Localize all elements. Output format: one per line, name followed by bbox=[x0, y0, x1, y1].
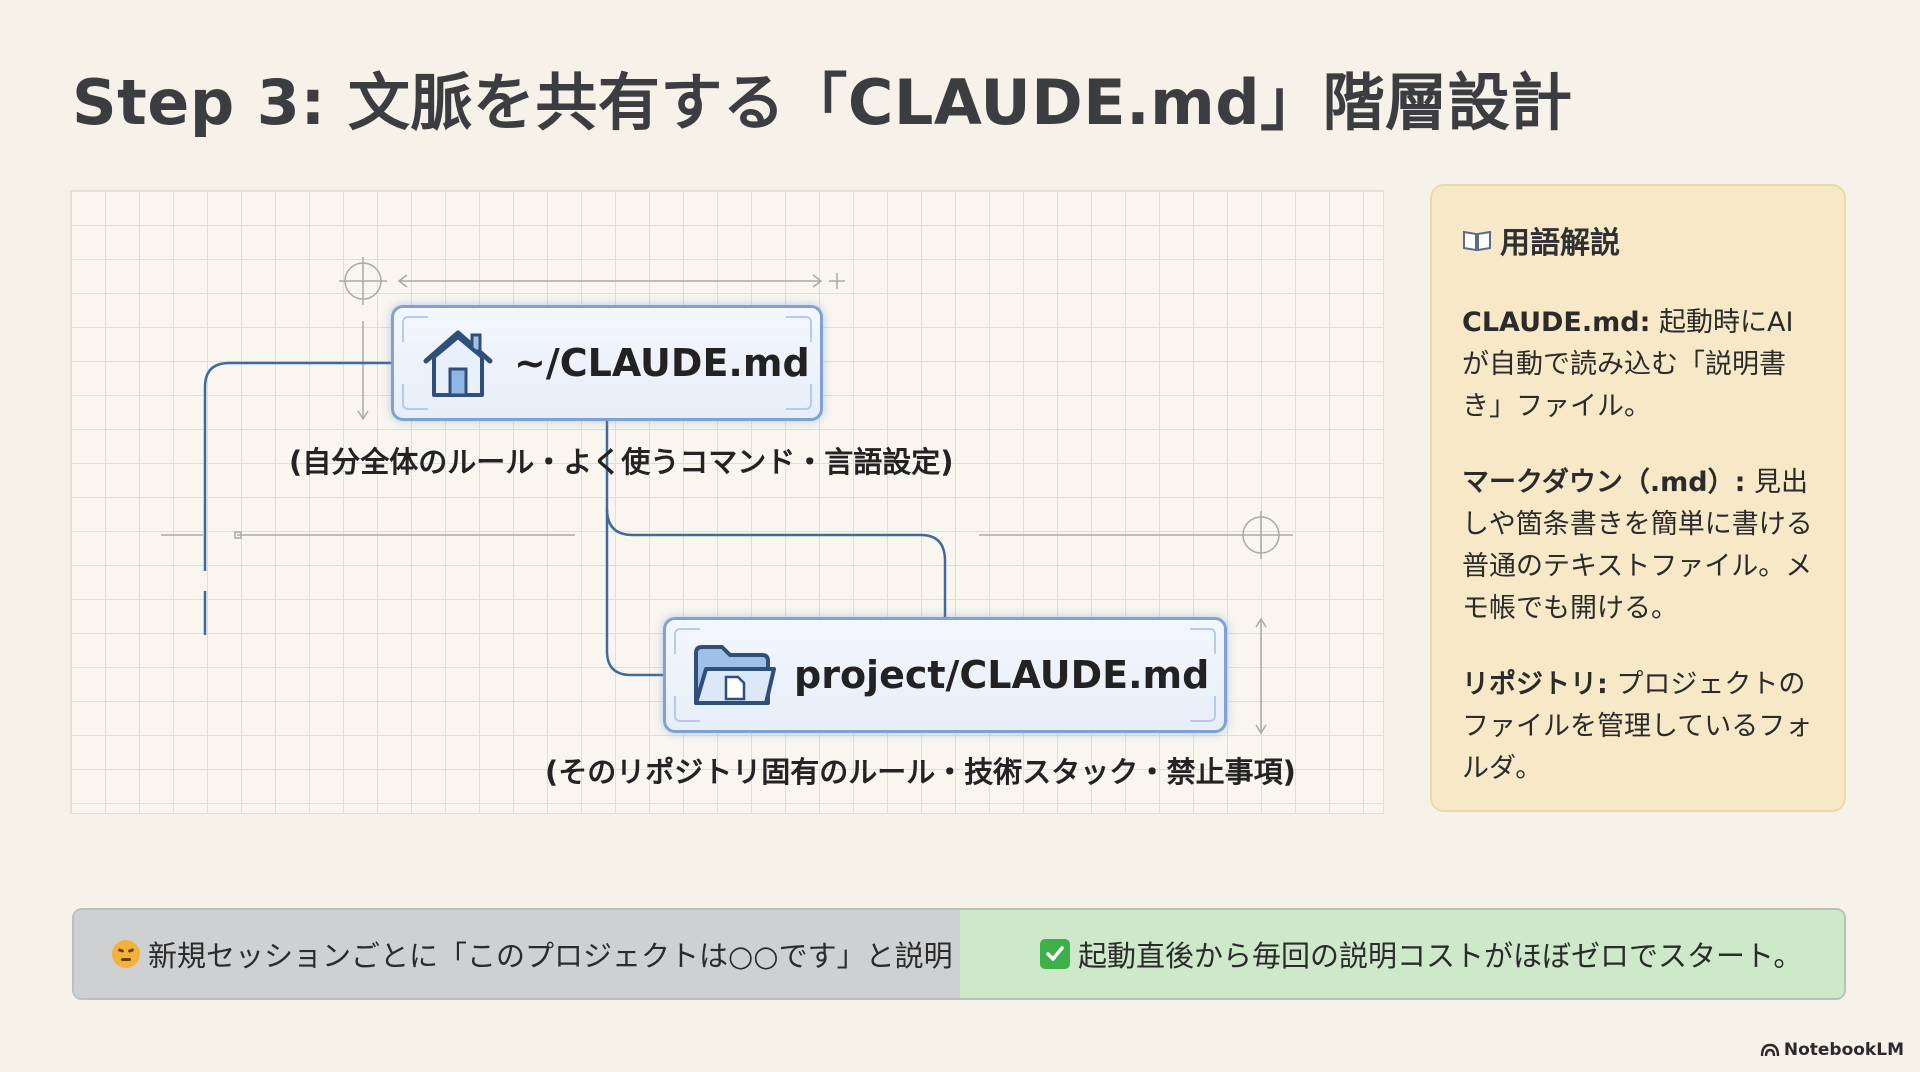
term-name: マークダウン（.md）: bbox=[1462, 467, 1746, 498]
comparison-bar: 新規セッションごとに「このプロジェクトは○○です」と説明 起動直後から毎回の説明… bbox=[72, 908, 1846, 1000]
before-text: 新規セッションごとに「このプロジェクトは○○です」と説明 bbox=[148, 939, 953, 973]
term-description: プロジェクトのファイルを管理しているフォルダ。 bbox=[1462, 669, 1813, 784]
checkmark-icon bbox=[1040, 939, 1070, 969]
connector-lines bbox=[161, 257, 1293, 735]
connector-home-to-project bbox=[605, 421, 947, 617]
term-description: 起動時にAIが自動で読み込む「説明書き」ファイル。 bbox=[1462, 307, 1794, 422]
brand-logo: NotebookLM bbox=[1760, 1040, 1904, 1060]
connector-home-to-project-side bbox=[605, 509, 663, 677]
glossary-term: リポジトリ: プロジェクトのファイルを管理しているフォルダ。 bbox=[1462, 664, 1816, 790]
glossary-panel: 用語解説 CLAUDE.md: 起動時にAIが自動で読み込む「説明書き」ファイル… bbox=[1430, 184, 1846, 812]
term-description: 見出しや箇条書きを簡単に書ける普通のテキストファイル。メモ帳でも開ける。 bbox=[1462, 467, 1813, 624]
hierarchy-diagram: ~/CLAUDE.md (自分全体のルール・よく使うコマンド・言語設定) pro… bbox=[70, 190, 1384, 814]
before-panel: 新規セッションごとに「このプロジェクトは○○です」と説明 bbox=[74, 910, 960, 998]
frustrated-face-icon bbox=[112, 940, 140, 968]
after-panel: 起動直後から毎回の説明コストがほぼゼロでスタート。 bbox=[960, 910, 1844, 998]
term-name: リポジトリ: bbox=[1462, 669, 1608, 700]
home-claude-md-node: ~/CLAUDE.md bbox=[391, 305, 823, 421]
folder-icon bbox=[692, 639, 776, 711]
after-text: 起動直後から毎回の説明コストがほぼゼロでスタート。 bbox=[1078, 939, 1803, 973]
book-icon bbox=[1462, 228, 1492, 252]
project-node-caption: (そのリポジトリ固有のルール・技術スタック・禁止事項) bbox=[545, 755, 1296, 789]
notebooklm-icon bbox=[1760, 1043, 1780, 1057]
home-node-label: ~/CLAUDE.md bbox=[514, 341, 810, 385]
page-title: Step 3: 文脈を共有する「CLAUDE.md」階層設計 bbox=[72, 66, 1573, 139]
term-name: CLAUDE.md: bbox=[1462, 307, 1651, 338]
glossary-term: CLAUDE.md: 起動時にAIが自動で読み込む「説明書き」ファイル。 bbox=[1462, 302, 1816, 428]
glossary-heading-text: 用語解説 bbox=[1500, 226, 1620, 261]
connector-home-left bbox=[203, 361, 391, 571]
glossary-term: マークダウン（.md）: 見出しや箇条書きを簡単に書ける普通のテキストファイル。… bbox=[1462, 462, 1816, 630]
home-node-caption: (自分全体のルール・よく使うコマンド・言語設定) bbox=[289, 445, 954, 479]
house-icon bbox=[420, 325, 496, 401]
project-claude-md-node: project/CLAUDE.md bbox=[663, 617, 1227, 733]
brand-name: NotebookLM bbox=[1783, 1040, 1904, 1060]
glossary-heading: 用語解説 bbox=[1462, 218, 1816, 262]
project-node-label: project/CLAUDE.md bbox=[794, 653, 1210, 697]
